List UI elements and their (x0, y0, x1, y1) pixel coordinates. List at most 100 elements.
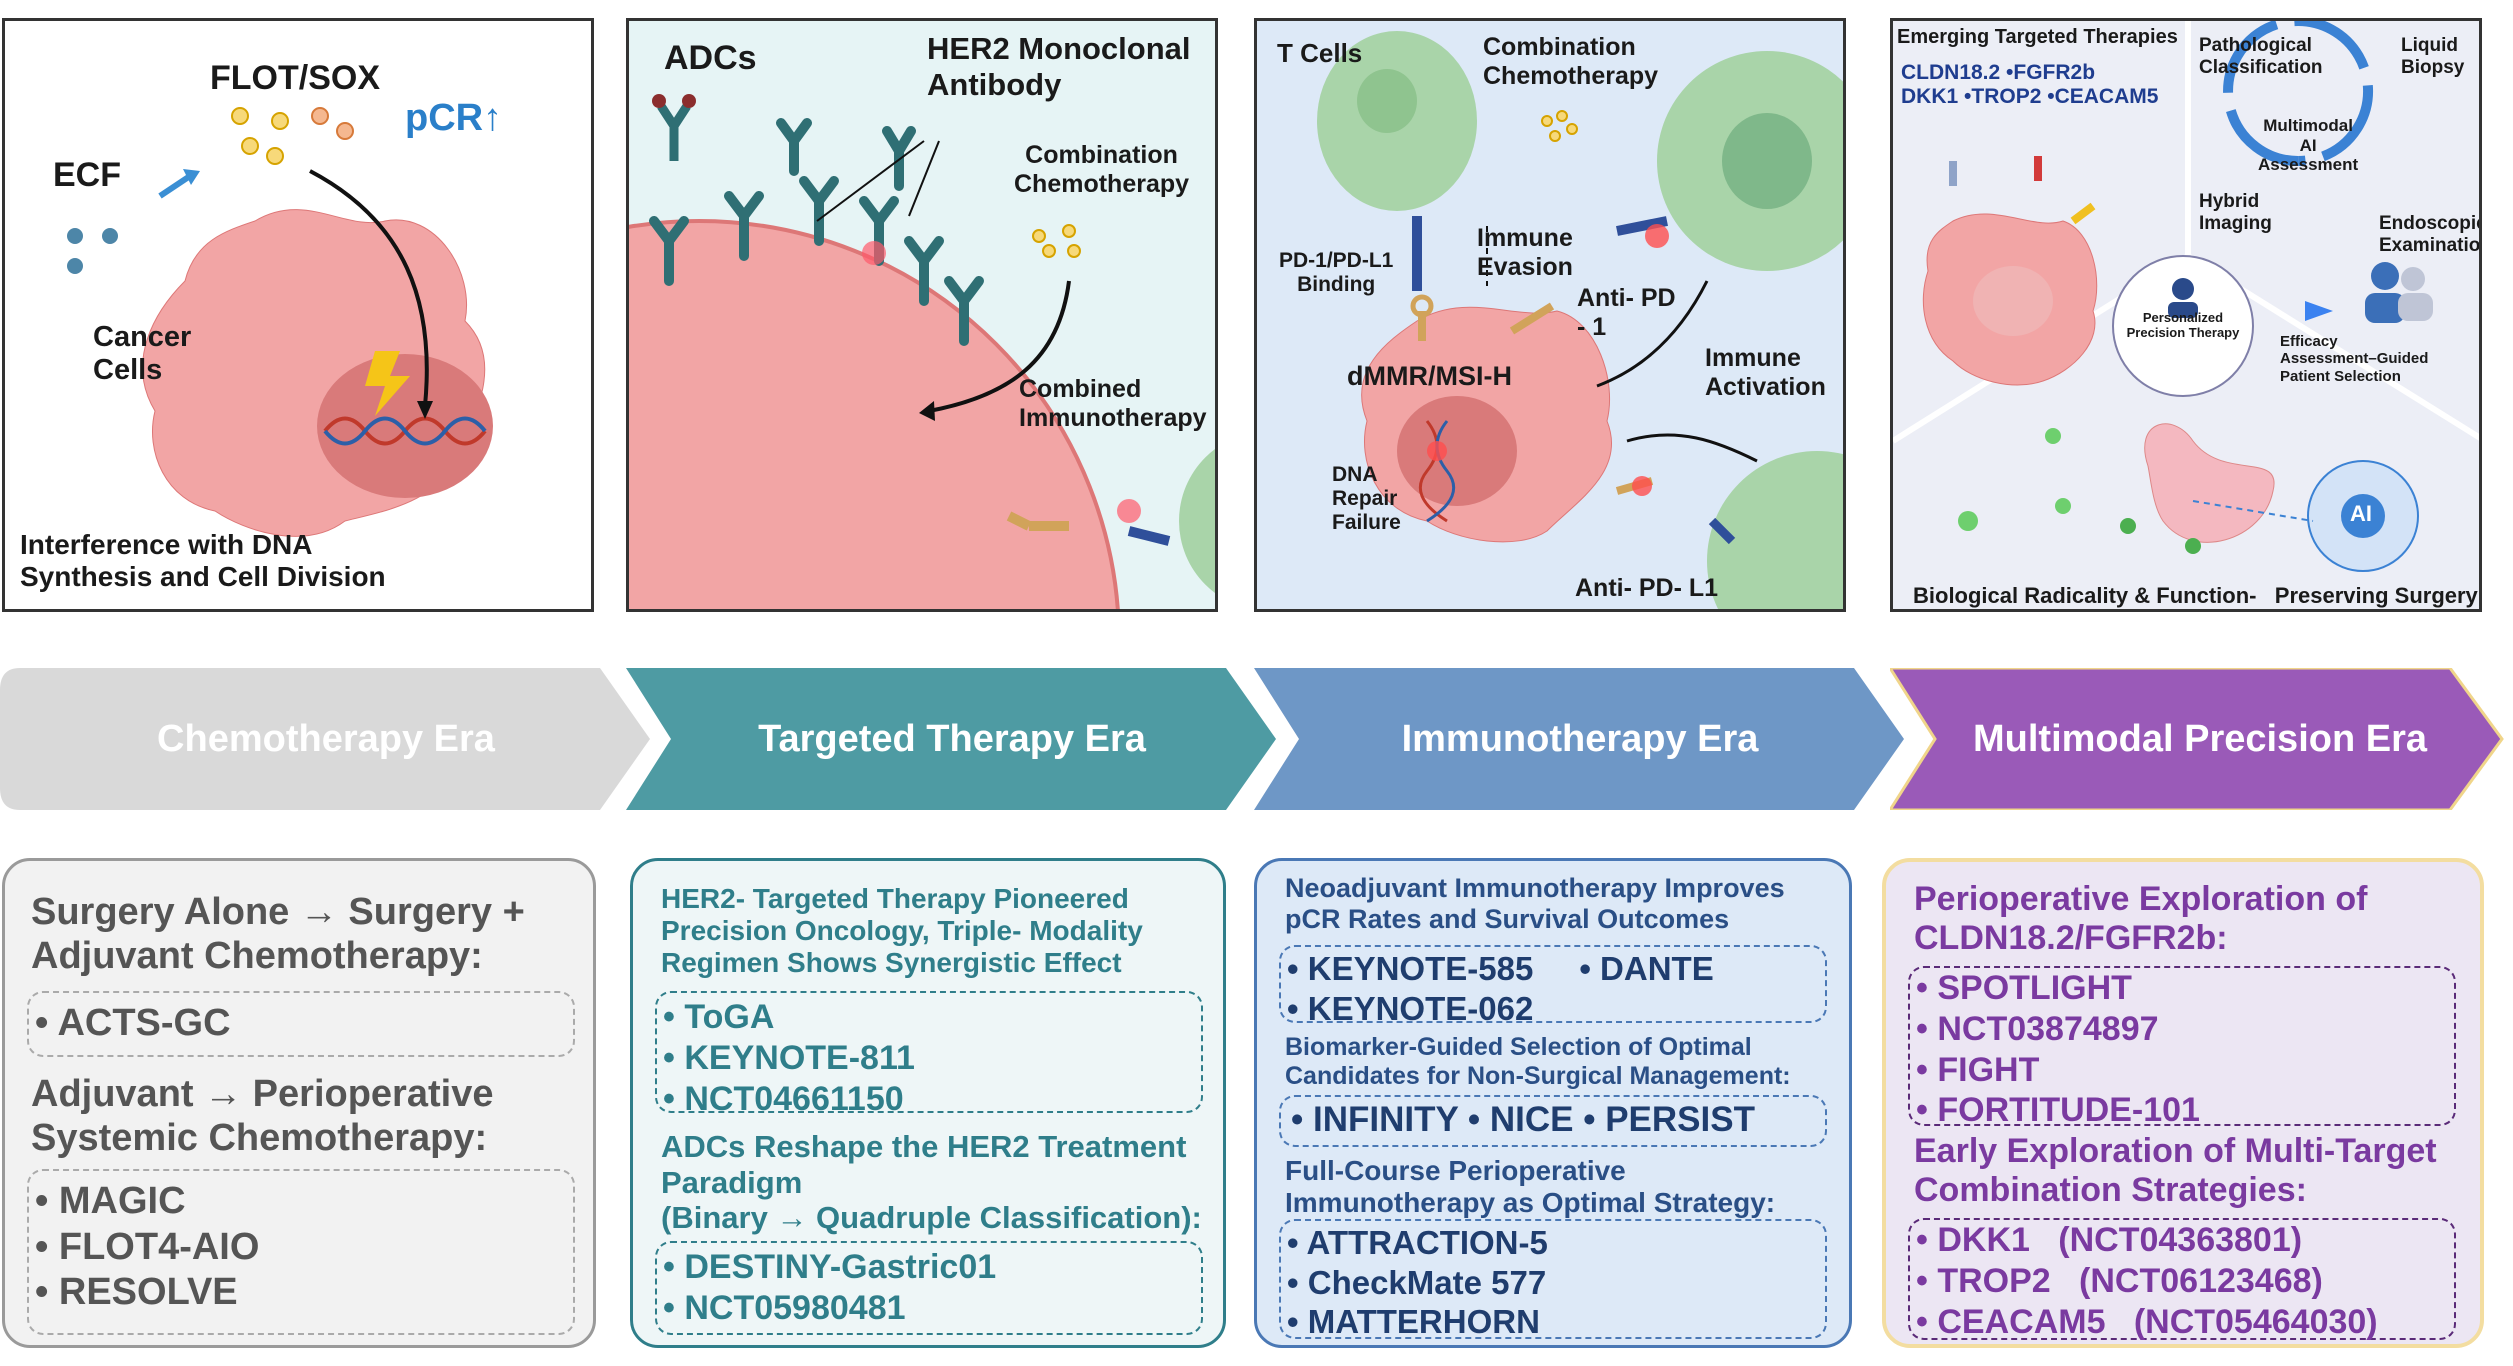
box3-trials3: ATTRACTION-5 CheckMate 577 MATTERHORN (1279, 1219, 1827, 1340)
trial-item: TROP2 (NCT06123468) (1916, 1261, 2448, 1302)
endoscopic-label: Endoscopic Examination (2379, 213, 2482, 256)
chemo-label: Combination Chemotherapy (1014, 141, 1190, 198)
dna-repair-label: DNA Repair Failure (1332, 463, 1401, 535)
immuno-label: Combined Immunotherapy (1019, 375, 1207, 432)
era-immunotherapy: Immunotherapy Era (1254, 668, 1906, 810)
pd1-binding-label: PD-1/PD-L1 Binding (1279, 249, 1394, 297)
drug-particles (67, 107, 354, 274)
trial-item: DESTINY-Gastric01 (663, 1247, 1195, 1288)
trial-item: NCT03874897 (1916, 1009, 2448, 1050)
immunotherapy-illustration (1317, 31, 1843, 609)
personalized-label: Personalized Precision Therapy (2126, 310, 2240, 340)
targeted-illustration (629, 94, 1215, 609)
era-multimodal-label: Multimodal Precision Era (1973, 717, 2427, 760)
box4-heading1: Perioperative Exploration of CLDN18.2/FG… (1914, 880, 2368, 958)
box-multimodal: Perioperative Exploration of CLDN18.2/FG… (1882, 858, 2484, 1348)
activation-arrow (1596, 280, 1709, 388)
box1-trials1: ACTS-GC (27, 991, 575, 1057)
era-immunotherapy-label: Immunotherapy Era (1401, 717, 1759, 760)
immune-cell (1179, 449, 1215, 593)
nucleus (317, 354, 493, 498)
trial-item: DANTE (1579, 950, 1713, 987)
ai-label: AI (2350, 501, 2372, 526)
nucleus (1973, 266, 2053, 336)
box2-trials2: DESTINY-Gastric01 NCT05980481 (655, 1241, 1203, 1335)
trial-item: CEACAM5 (NCT05464030) (1916, 1302, 2448, 1343)
cancer-cell-membrane (629, 219, 1120, 609)
antibody-icon (1127, 526, 1171, 546)
era-chemotherapy: Chemotherapy Era (0, 668, 652, 810)
box3-heading2: Biomarker-Guided Selection of Optimal Ca… (1285, 1033, 1791, 1090)
targets-line1: CLDN18.2 •FGFR2b (1901, 61, 2096, 84)
trial-item: MAGIC (35, 1179, 567, 1225)
efficacy-arrow (2305, 301, 2333, 321)
trial-item: KEYNOTE-062 (1287, 989, 1819, 1029)
box4-trials1: SPOTLIGHT NCT03874897 FIGHT FORTITUDE-10… (1908, 966, 2456, 1129)
chemotherapy-illustration (67, 107, 493, 537)
box1-trials2: MAGIC FLOT4-AIO RESOLVE (27, 1169, 575, 1335)
ai-assessment-label: Multimodal AI Assessment (2258, 116, 2359, 175)
trial-item: CheckMate 577 (1287, 1263, 1819, 1303)
flot-label: FLOT/SOX (210, 59, 380, 97)
t-cell (1707, 451, 1843, 609)
lightning-icon (365, 351, 410, 416)
trial-item: • INFINITY • NICE • PERSIST (1291, 1100, 1755, 1139)
chemo-label: Combination Chemotherapy (1483, 33, 1659, 90)
era-targeted: Targeted Therapy Era (626, 668, 1278, 810)
trial-row: KEYNOTE-585 DANTE (1287, 949, 1819, 989)
dmmr-label: dMMR/MSI-H (1347, 361, 1512, 391)
panel1-caption: Interference with DNA Synthesis and Cell… (20, 529, 386, 593)
liquid-biopsy-label: Liquid Biopsy (2401, 35, 2465, 78)
box3-heading1: Neoadjuvant Immunotherapy Improves pCR R… (1285, 873, 1785, 935)
arrow-icon (158, 173, 192, 199)
trial-item: SPOTLIGHT (1916, 968, 2448, 1009)
adcs-label: ADCs (664, 39, 757, 77)
trial-item: NCT05980481 (663, 1288, 1195, 1329)
ecf-label: ECF (53, 156, 121, 194)
her2-label: HER2 Monoclonal Antibody (927, 31, 1191, 102)
box4-trials2: DKK1 (NCT04363801) TROP2 (NCT06123468) C… (1908, 1218, 2456, 1343)
box1-heading2: Adjuvant → Perioperative Systemic Chemot… (31, 1073, 494, 1159)
personalized-circle (2112, 255, 2254, 397)
anti-pd1-label: Anti- PD - 1 (1577, 284, 1676, 341)
patients-icon (2371, 262, 2399, 290)
panel-multimodal: Emerging Targeted Therapies CLDN18.2 •FG… (1890, 18, 2482, 612)
trial-item: KEYNOTE-585 (1287, 950, 1533, 987)
stomach-icon (2144, 423, 2275, 543)
box3-trials2: • INFINITY • NICE • PERSIST (1279, 1095, 1827, 1147)
box2-trials1: ToGA KEYNOTE-811 NCT04661150 (655, 991, 1203, 1118)
chemo-arrow (928, 280, 1071, 413)
node-icon (2120, 518, 2136, 534)
box-targeted: HER2- Targeted Therapy Pioneered Precisi… (630, 858, 1226, 1348)
trial-item: DKK1 (NCT04363801) (1916, 1220, 2448, 1261)
nucleus (1397, 396, 1517, 506)
immune-activation-label: Immune Activation (1705, 344, 1826, 401)
trial-item: ACTS-GC (35, 1001, 573, 1047)
anti-pd1-icon (1616, 216, 1668, 236)
box-chemotherapy: Surgery Alone → Surgery + Adjuvant Chemo… (2, 858, 596, 1348)
box2-heading1: HER2- Targeted Therapy Pioneered Precisi… (661, 883, 1143, 979)
immune-evasion-label: Immune Evasion (1477, 224, 1573, 281)
drug-arrow (309, 169, 429, 407)
pcr-label: pCR↑ (405, 97, 503, 139)
pathological-label: Pathological Classification (2199, 35, 2323, 78)
person-icon (2172, 278, 2194, 300)
era-chemotherapy-label: Chemotherapy Era (157, 717, 495, 760)
ai-cycle (2223, 21, 2374, 166)
box3-heading3: Full-Course Perioperative Immunotherapy … (1285, 1155, 1776, 1219)
dna-helix (1418, 420, 1448, 523)
trial-item: ToGA (663, 997, 1195, 1038)
era-multimodal: Multimodal Precision Era (1890, 668, 2510, 810)
trial-item: FLOT4-AIO (35, 1225, 567, 1271)
multimodal-illustration (1893, 21, 2479, 572)
box3-trials1: KEYNOTE-585 DANTE KEYNOTE-062 (1279, 945, 1827, 1027)
trial-item: RESOLVE (35, 1270, 567, 1316)
surgery-label: Biological Radicality & Function- Preser… (1913, 583, 2478, 608)
efficacy-label: Efficacy Assessment–Guided Patient Selec… (2280, 333, 2429, 385)
t-cells-label: T Cells (1277, 38, 1363, 68)
cancer-cells-label: Cancer Cells (93, 321, 192, 387)
box-immunotherapy: Neoadjuvant Immunotherapy Improves pCR R… (1254, 858, 1852, 1348)
trial-item: ATTRACTION-5 (1287, 1223, 1819, 1263)
box1-heading1: Surgery Alone → Surgery + Adjuvant Chemo… (31, 891, 525, 977)
anti-pdl1-label: Anti- PD- L1 (1575, 574, 1719, 602)
